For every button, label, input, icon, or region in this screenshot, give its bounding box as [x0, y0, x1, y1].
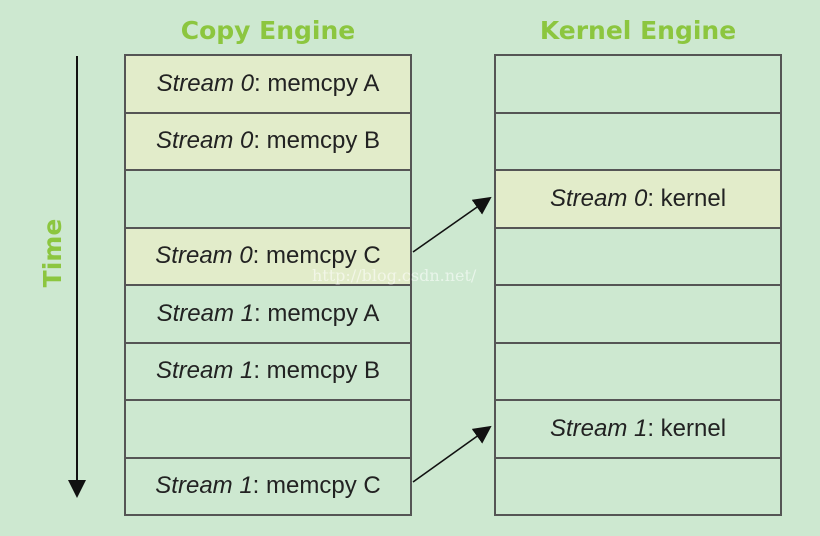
kernel-cell: [494, 458, 782, 516]
kernel-engine-title: Kernel Engine: [539, 16, 737, 45]
copy-cell: Stream 0: memcpy A: [124, 56, 412, 114]
copy-cell: Stream 1: memcpy C: [124, 458, 412, 516]
kernel-cell: [494, 343, 782, 401]
copy-cell: Stream 0: memcpy B: [124, 113, 412, 171]
copy-cell: Stream 1: memcpy B: [124, 343, 412, 401]
stream0-dependency-arrow: [412, 196, 492, 253]
kernel-cell: [494, 228, 782, 286]
copy-engine-column: Stream 0: memcpy A Stream 0: memcpy B St…: [124, 54, 412, 516]
watermark: http://blog.csdn.net/: [312, 266, 477, 285]
copy-engine-title: Copy Engine: [180, 16, 356, 45]
copy-cell: Stream 1: memcpy A: [124, 286, 412, 344]
kernel-cell: [494, 113, 782, 171]
kernel-cell: Stream 0: kernel: [494, 171, 782, 229]
stream1-dependency-arrow: [412, 425, 492, 483]
kernel-cell: [494, 56, 782, 114]
copy-cell: Stream 0: memcpy C: [124, 228, 412, 286]
kernel-engine-column: Stream 0: kernel Stream 1: kernel: [494, 54, 782, 516]
kernel-cell: [494, 286, 782, 344]
copy-cell: [124, 171, 412, 229]
kernel-cell: Stream 1: kernel: [494, 401, 782, 459]
copy-cell: [124, 401, 412, 459]
